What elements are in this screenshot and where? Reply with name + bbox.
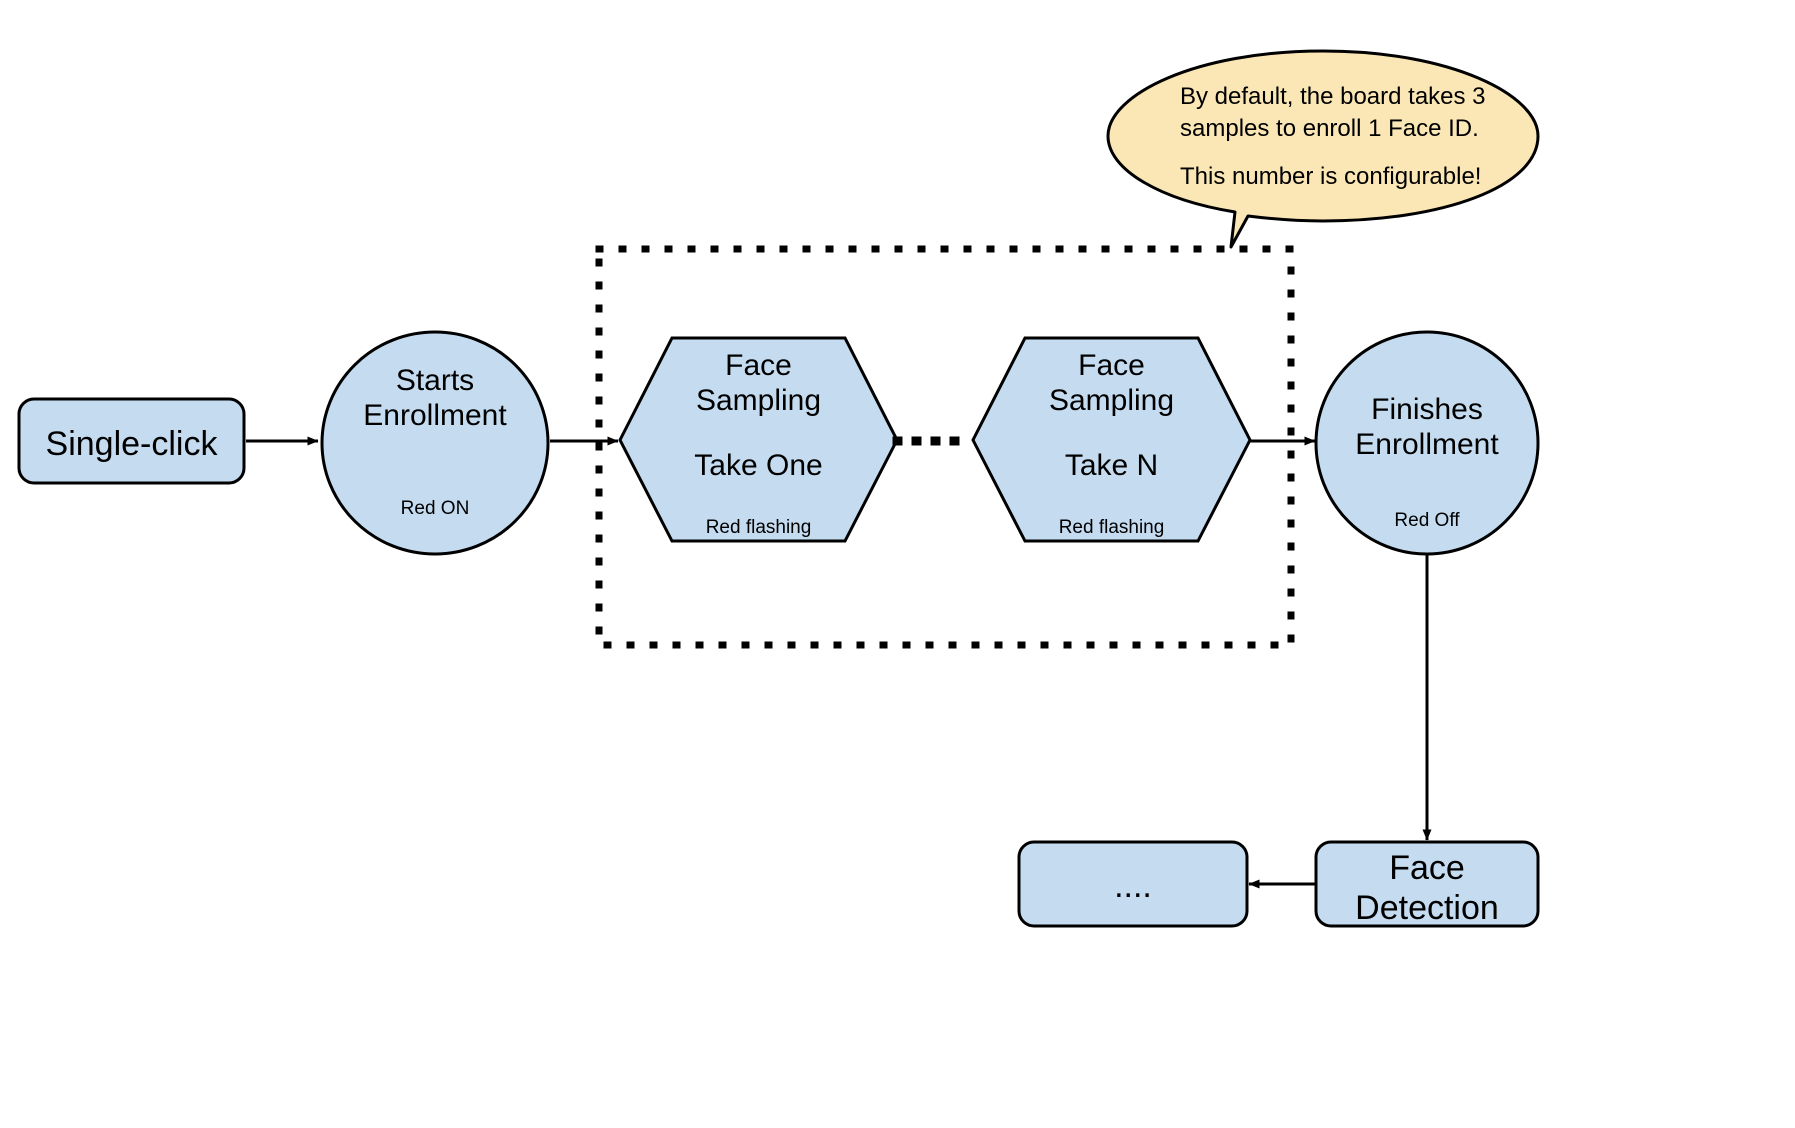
callout-line-2: samples to enroll 1 Face ID.	[1180, 115, 1479, 142]
face-sampling-n-node[interactable]	[971, 336, 1252, 543]
face-sampling-one-node[interactable]	[618, 336, 899, 543]
starts-enrollment-node[interactable]	[320, 330, 550, 556]
finishes-enrollment-node[interactable]	[1314, 330, 1540, 556]
callout-line-1: By default, the board takes 3	[1180, 83, 1486, 110]
single-click-node[interactable]	[17, 397, 246, 485]
sampling-group-box	[595, 245, 1295, 649]
face-detection-node[interactable]	[1314, 840, 1540, 928]
more-steps-node[interactable]	[1017, 840, 1249, 928]
callout-bubble	[1106, 49, 1540, 249]
callout-line-3: This number is configurable!	[1180, 163, 1482, 190]
